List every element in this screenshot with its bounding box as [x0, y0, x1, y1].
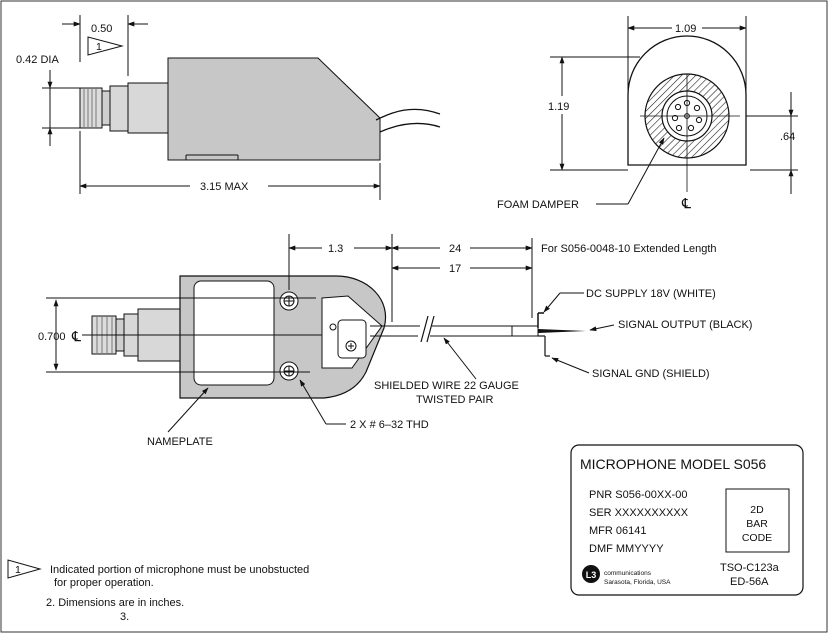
top-view: 0.50 1 0.42 DIA 3.15 MAX: [16, 15, 441, 200]
signal-output-lead: [538, 329, 586, 333]
label-block: MICROPHONE MODEL S056 PNR S056-00XX-00 S…: [570, 444, 804, 596]
side-view: 0.700 ℄ 1.3 24 For S056-0048-10 Extended…: [38, 234, 752, 448]
ed-line: ED-56A: [730, 576, 769, 588]
foam-damper-label: FOAM DAMPER: [497, 199, 579, 211]
barcode-line3: CODE: [742, 532, 772, 544]
cable-clamp: [337, 319, 367, 359]
note1-line1: Indicated portion of microphone must be …: [50, 564, 309, 576]
signal-output-label: SIGNAL OUTPUT (BLACK): [618, 319, 752, 331]
company-line1: communications: [604, 570, 652, 577]
microphone-body-top: [167, 57, 381, 161]
dim-cable-17: 17: [449, 263, 461, 275]
wire-label-line1: SHIELDED WIRE 22 GAUGE: [374, 380, 519, 392]
label-outline: [570, 444, 804, 596]
barcode-line2: BAR: [746, 518, 768, 530]
notes-flag-triangle: [7, 559, 42, 579]
dim-overall-length: 3.15 MAX: [200, 181, 249, 193]
dim-cable-24: 24: [449, 243, 461, 255]
notes: 1 Indicated portion of microphone must b…: [7, 559, 309, 623]
nameplate: [193, 280, 275, 386]
dim-body-to-exit: 1.3: [328, 243, 343, 255]
tso-line: TSO-C123a: [720, 562, 780, 574]
end-centerline-symbol: ℄: [681, 195, 691, 211]
nameplate-label: NAMEPLATE: [147, 436, 213, 448]
dc-supply-label: DC SUPPLY 18V (WHITE): [586, 288, 716, 300]
note1-line2: for proper operation.: [54, 577, 154, 589]
company-line2: Sarasota, Florida, USA: [604, 579, 671, 586]
notes-flag-number: 1: [15, 564, 21, 576]
end-view: ℄ 1.09 1.19 .64 FOAM DAMPER: [497, 16, 798, 211]
note-flag-number: 1: [96, 41, 102, 53]
pnr-line: PNR S056-00XX-00: [589, 489, 687, 501]
dim-overhang: 0.50: [91, 23, 112, 35]
dmf-line: DMF MMYYYY: [589, 543, 664, 555]
connector-nut: [79, 87, 103, 129]
note-flag-triangle: [87, 36, 124, 56]
l3-logo: [582, 565, 600, 583]
signal-gnd-label: SIGNAL GND (SHIELD): [592, 368, 710, 380]
dim-centerline-height: .64: [780, 131, 795, 143]
barcode-box: [725, 488, 790, 553]
side-centerline-symbol: ℄: [71, 328, 81, 344]
note3: 3.: [120, 611, 129, 623]
dim-connector-dia: 0.42 DIA: [16, 54, 59, 66]
dim-end-height: 1.19: [548, 101, 569, 113]
cable: [375, 108, 441, 121]
l3-logo-glyph: L3: [586, 570, 597, 580]
ser-line: SER XXXXXXXXXX: [589, 507, 689, 519]
dim-end-width: 1.09: [675, 23, 696, 35]
extended-length-note: For S056-0048-10 Extended Length: [541, 243, 717, 255]
model-title: MICROPHONE MODEL S056: [580, 456, 766, 472]
dim-flange: 0.700: [38, 331, 66, 343]
note2: 2. Dimensions are in inches.: [46, 597, 184, 609]
thread-callout: 2 X # 6–32 THD: [350, 419, 429, 431]
mfr-line: MFR 06141: [589, 525, 646, 537]
barcode-line1: 2D: [750, 504, 764, 516]
wire-label-line2: TWISTED PAIR: [416, 394, 493, 406]
